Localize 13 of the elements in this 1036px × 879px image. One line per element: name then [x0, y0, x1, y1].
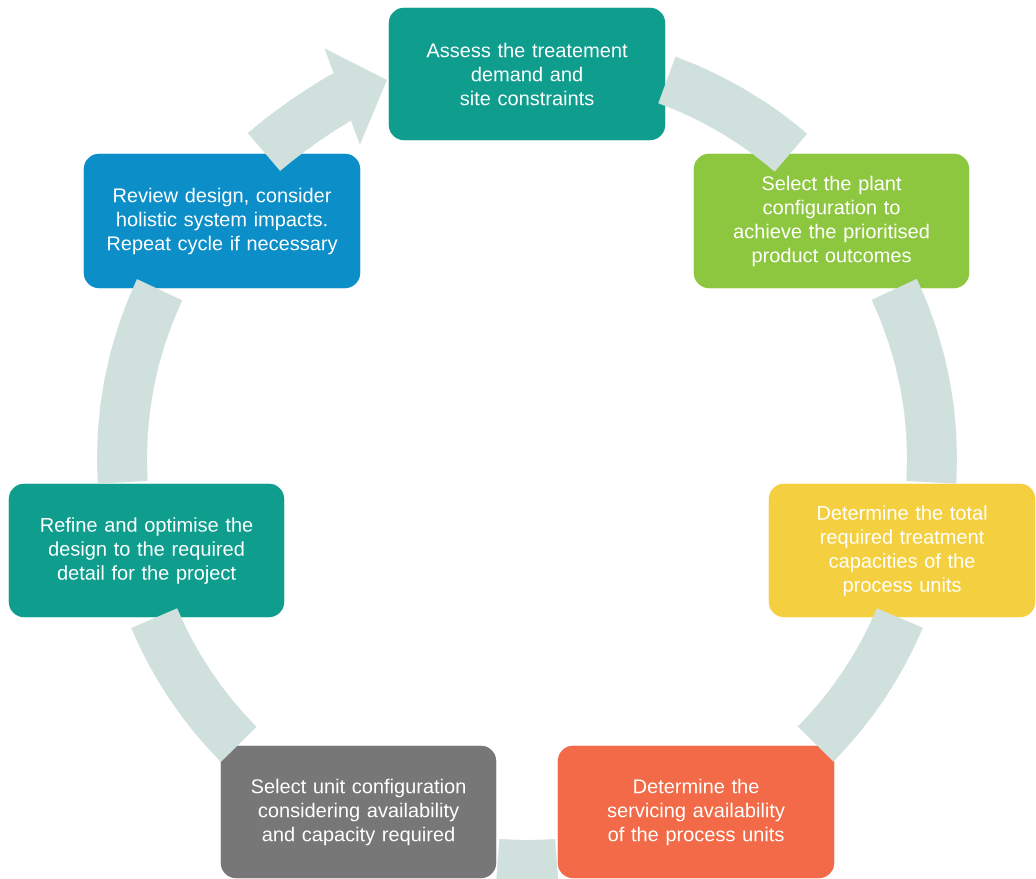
step-box: Review design, consider holistic system impacts. Repeat cycle if necessary [82, 152, 362, 290]
arc-connector [97, 279, 183, 484]
arc-connector [495, 838, 559, 879]
step-box: Assess the treatement demand and site constraints [387, 6, 667, 142]
step-box: Select unit configuration considering availability and capacity required [219, 744, 498, 879]
arc-connector [797, 607, 923, 762]
arc-connector [131, 608, 257, 762]
step-box: Refine and optimise the design to the required detail for the project [7, 482, 286, 619]
arc-connector [871, 279, 957, 484]
step-box: Select the plant configuration to achieve the prioritised product outcomes [692, 152, 971, 290]
step-box: Determine the servicing availability of the process units [556, 744, 836, 879]
arc-connector [657, 56, 807, 173]
step-box: Determine the total required treatment capacities of the process units [767, 482, 1036, 619]
